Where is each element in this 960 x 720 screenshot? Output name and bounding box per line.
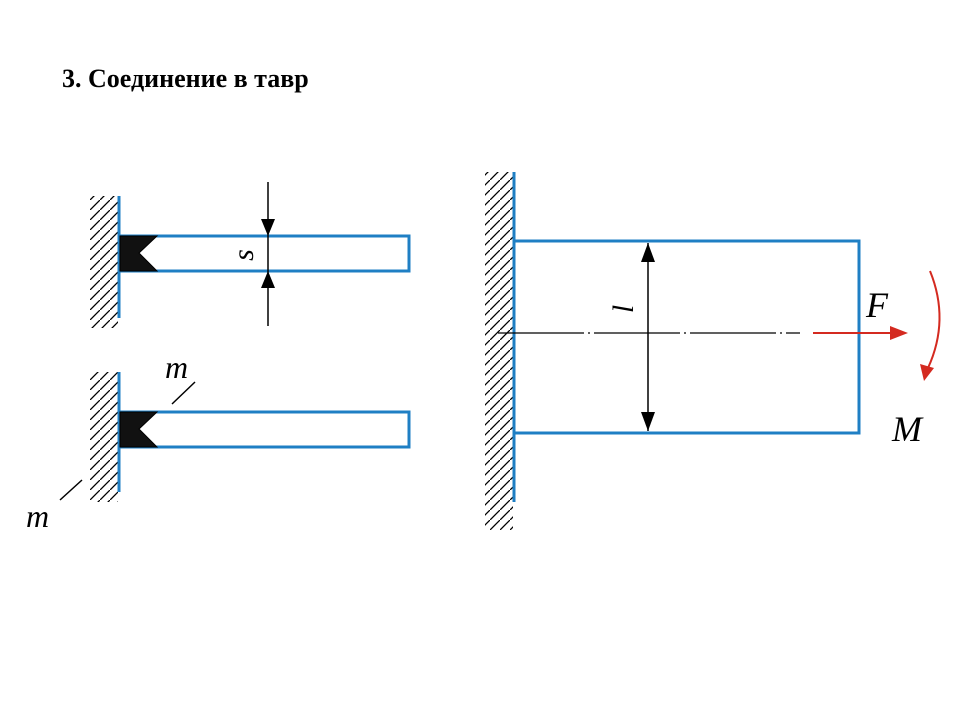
thickness-label: s xyxy=(227,249,260,261)
moment-arrowhead xyxy=(920,364,934,381)
moment-arc xyxy=(927,270,941,369)
dimension-arrow-down xyxy=(641,412,655,431)
dimension-arrow-up xyxy=(261,271,275,288)
dimension-arrow-up xyxy=(641,243,655,262)
wall-hatch xyxy=(90,372,118,502)
dimension-arrow-down xyxy=(261,219,275,236)
section-label-m-bottom: m xyxy=(26,498,49,534)
leader-m-bottom xyxy=(59,479,83,501)
force-label: F xyxy=(865,285,889,325)
plate xyxy=(512,239,861,435)
plate xyxy=(117,410,411,449)
moment-label: M xyxy=(891,409,924,449)
leader-m-top xyxy=(171,381,196,405)
slide-title: 3. Соединение в тавр xyxy=(62,64,309,93)
length-label: l xyxy=(607,305,640,313)
section-label-m-top: m xyxy=(165,349,188,385)
large-joint: l F M xyxy=(485,172,941,530)
small-joint-top: s xyxy=(90,182,411,328)
wall-hatch xyxy=(485,172,513,530)
small-joint-bottom: m m xyxy=(26,349,411,534)
wall-hatch xyxy=(90,196,118,328)
force-arrowhead xyxy=(890,326,908,340)
fillet-weld xyxy=(119,235,159,272)
fillet-weld xyxy=(119,411,159,448)
plate xyxy=(117,234,411,273)
